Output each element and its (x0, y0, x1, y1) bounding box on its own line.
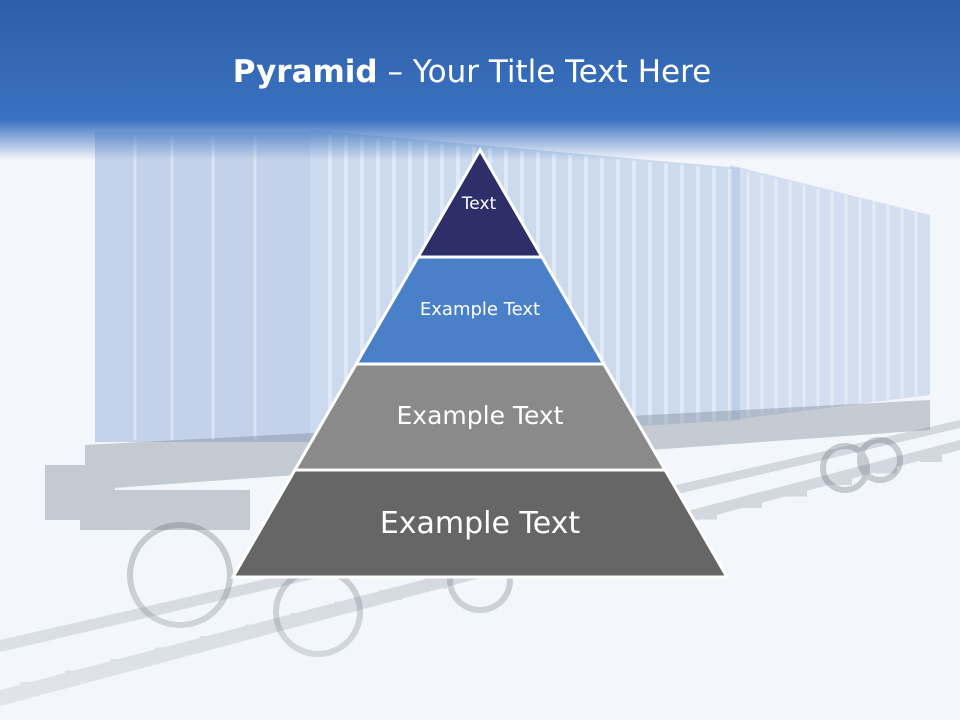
pyramid-level-top-label: Text (461, 194, 497, 214)
pyramid-level-3-label: Example Text (397, 401, 564, 430)
slide-title: Pyramid – Your Title Text Here (0, 52, 944, 92)
pyramid-level-2-label: Example Text (420, 299, 540, 320)
title-bold: Pyramid (232, 54, 378, 90)
pyramid-level-bottom-label: Example Text (380, 506, 581, 541)
pyramid-level-bottom[interactable] (230, 468, 730, 579)
title-bar (0, 0, 960, 160)
title-rest: – Your Title Text Here (377, 54, 712, 90)
